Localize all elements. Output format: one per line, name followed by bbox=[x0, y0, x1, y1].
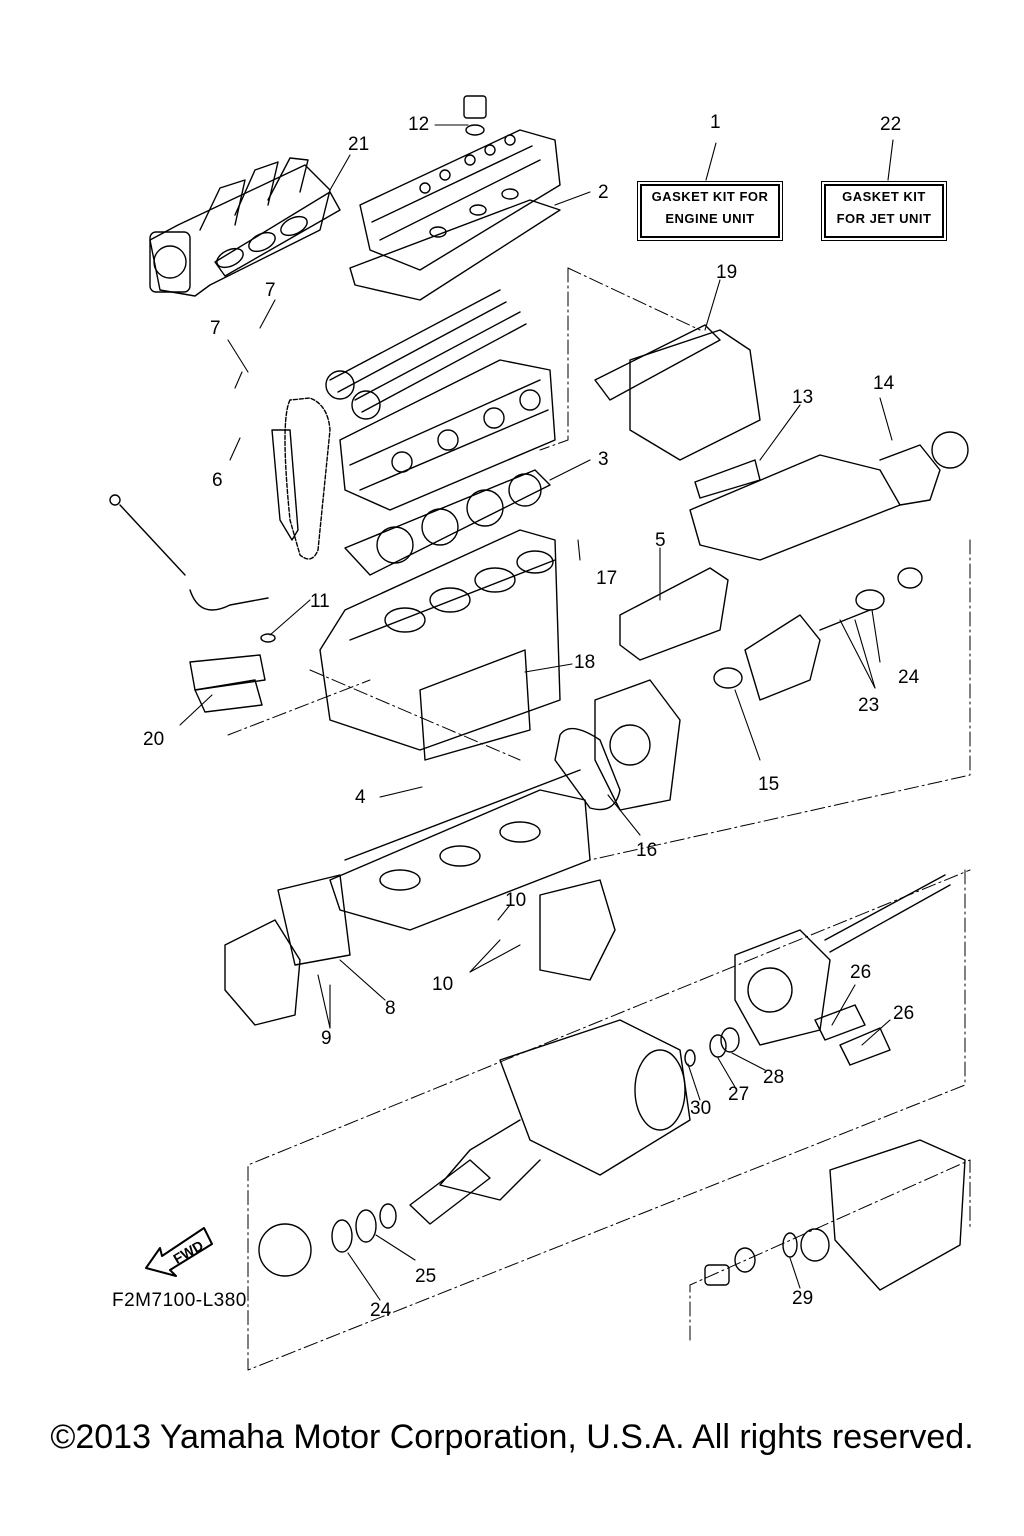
callout-10b: 10 bbox=[432, 974, 453, 995]
crankcase bbox=[329, 769, 591, 931]
callout-8: 8 bbox=[385, 998, 396, 1019]
jet-gasket-kit-box: GASKET KIT FOR JET UNIT bbox=[821, 181, 947, 241]
callout-16: 16 bbox=[636, 840, 657, 861]
oil-filler-cap bbox=[463, 95, 487, 136]
engine-kit-line1: GASKET KIT FOR bbox=[651, 189, 769, 204]
camshafts bbox=[325, 289, 527, 420]
callout-10a: 10 bbox=[505, 890, 526, 911]
gasket-26-a bbox=[814, 1004, 866, 1041]
engine-kit-line2: ENGINE UNIT bbox=[665, 211, 755, 226]
engine-gasket-kit-box: GASKET KIT FOR ENGINE UNIT bbox=[637, 181, 783, 241]
callout-20: 20 bbox=[143, 729, 164, 750]
diagram-code: F2M7100-L380 bbox=[112, 1290, 247, 1311]
breather-hose bbox=[189, 589, 269, 611]
callout-2: 2 bbox=[598, 182, 609, 203]
callout-17: 17 bbox=[596, 568, 617, 589]
callout-1: 1 bbox=[710, 112, 721, 133]
callout-25: 25 bbox=[415, 1266, 436, 1287]
timing-chain bbox=[284, 397, 331, 560]
callout-26b: 26 bbox=[893, 1003, 914, 1024]
callout-14: 14 bbox=[873, 373, 895, 394]
generator-cover bbox=[594, 679, 681, 811]
oil-pump bbox=[539, 879, 616, 981]
callout-22: 22 bbox=[880, 114, 901, 135]
o-ring-11 bbox=[260, 633, 276, 643]
intake-muffler bbox=[629, 329, 969, 561]
forward-arrow-icon: FWD bbox=[145, 1227, 213, 1277]
jet-kit-line2: FOR JET UNIT bbox=[836, 211, 932, 226]
jet-pump bbox=[439, 1019, 691, 1201]
callout-27: 27 bbox=[728, 1084, 749, 1105]
side-cover-gasket bbox=[419, 649, 531, 761]
callout-4: 4 bbox=[355, 787, 366, 808]
o-ring-30 bbox=[684, 1049, 696, 1067]
shaft bbox=[824, 874, 946, 941]
generator-gasket bbox=[554, 727, 621, 811]
exhaust-gasket-19 bbox=[594, 324, 721, 401]
callout-21: 21 bbox=[348, 134, 369, 155]
parts-diagram: 1 2 3 4 5 6 7 7 8 9 10 10 11 12 13 14 15… bbox=[109, 95, 971, 1371]
shaft-2 bbox=[829, 884, 951, 953]
bearing-tube bbox=[258, 1159, 491, 1277]
callout-7b: 7 bbox=[210, 318, 221, 339]
gasket-13 bbox=[694, 459, 761, 499]
cylinder-head bbox=[339, 359, 556, 511]
callout-19: 19 bbox=[716, 262, 737, 283]
plate-gasket-2 bbox=[194, 679, 263, 713]
callout-28: 28 bbox=[763, 1067, 784, 1088]
o-ring-29 bbox=[782, 1232, 798, 1258]
callout-11: 11 bbox=[310, 591, 330, 612]
callout-29: 29 bbox=[792, 1288, 813, 1309]
drive-coupling bbox=[744, 567, 923, 701]
callout-5: 5 bbox=[655, 530, 666, 551]
reverse-bucket bbox=[704, 1139, 966, 1291]
jet-kit-line1: GASKET KIT bbox=[842, 189, 926, 204]
callout-26a: 26 bbox=[850, 962, 871, 983]
callout-12: 12 bbox=[408, 114, 429, 135]
impeller-housing bbox=[734, 929, 831, 1046]
valve-cover bbox=[359, 129, 561, 271]
cylinder-block bbox=[319, 529, 561, 751]
valve-cover-gasket bbox=[349, 199, 561, 301]
oil-cooler bbox=[619, 567, 729, 661]
gasket-26-b bbox=[839, 1027, 891, 1066]
plate-gasket bbox=[189, 654, 266, 691]
callout-23: 23 bbox=[858, 695, 879, 716]
seal-28 bbox=[720, 1027, 740, 1053]
callout-9: 9 bbox=[321, 1028, 332, 1049]
callout-13: 13 bbox=[792, 387, 813, 408]
callout-7a: 7 bbox=[265, 280, 276, 301]
callout-24a: 24 bbox=[898, 667, 920, 688]
callout-6: 6 bbox=[212, 470, 223, 491]
chain-guide bbox=[271, 429, 299, 541]
copyright-notice: ©2013 Yamaha Motor Corporation, U.S.A. A… bbox=[50, 1418, 974, 1456]
side-cover-left bbox=[224, 874, 351, 1026]
head-gasket bbox=[344, 469, 551, 576]
seal-27 bbox=[709, 1034, 727, 1058]
dipstick bbox=[119, 504, 186, 576]
callout-15: 15 bbox=[758, 774, 779, 795]
callout-3: 3 bbox=[598, 449, 609, 470]
exhaust-manifold bbox=[149, 157, 331, 297]
callout-18: 18 bbox=[574, 652, 595, 673]
oil-seal-15 bbox=[713, 667, 743, 689]
manifold-gasket bbox=[214, 191, 341, 277]
callout-30: 30 bbox=[690, 1098, 711, 1119]
callout-24b: 24 bbox=[370, 1300, 392, 1321]
